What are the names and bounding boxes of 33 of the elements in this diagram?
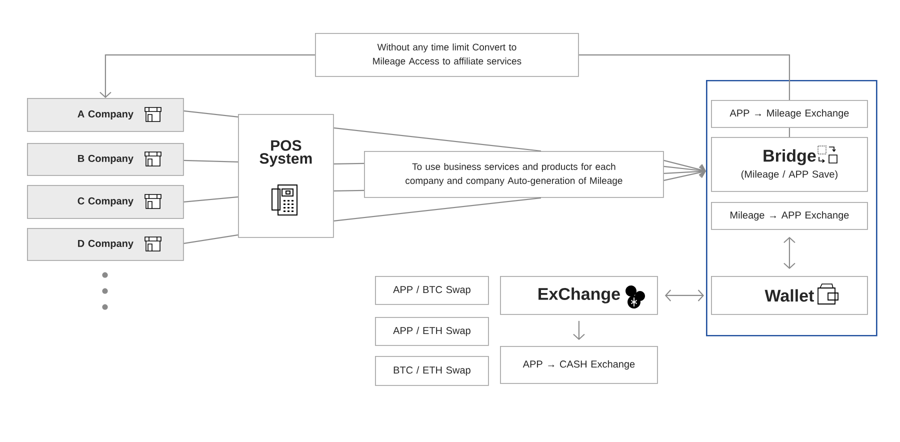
bridge-box: Bridge (Mileage / APP Save): [711, 137, 868, 192]
arrow: [664, 160, 706, 176]
process-box: APP → Mileage Exchange: [711, 100, 868, 128]
connector-line: [334, 197, 542, 222]
connector-line: [334, 162, 364, 164]
process-box: BTC / ETH Swap: [375, 356, 489, 386]
connector-line: [334, 127, 542, 152]
connector-line: [334, 190, 364, 192]
connector-line: [578, 54, 790, 100]
connector-line: [184, 234, 238, 244]
company-box: C Company: [27, 185, 184, 219]
process-box: APP / ETH Swap: [375, 317, 489, 346]
arrow: [664, 290, 704, 302]
exchange-box: ExChange: [500, 276, 658, 315]
connector-line: [184, 196, 238, 202]
arrow: [784, 236, 796, 269]
process-box: APP / BTC Swap: [375, 276, 489, 305]
connector-line: [184, 110, 238, 118]
arrow: [573, 320, 585, 340]
process-box: APP → CASH Exchange: [500, 346, 658, 384]
platform-group-box: [706, 80, 878, 336]
company-box: D Company: [27, 228, 184, 261]
connector-line: [184, 160, 238, 162]
company-box: A Company: [27, 98, 184, 132]
arrow: [664, 166, 706, 181]
company-box: B Company: [27, 143, 184, 176]
wallet-box: Wallet: [711, 276, 868, 315]
process-box: Mileage → APP Exchange: [711, 202, 868, 230]
note-box: Without any time limit Convert to Mileage Access to affiliate services: [315, 33, 579, 77]
note-box: To use business services and products for each company and company Auto-generation of Mileage: [364, 151, 664, 198]
arrow: [100, 54, 315, 98]
connector-line: [788, 128, 790, 137]
pos-system-box: POS System: [238, 114, 334, 238]
